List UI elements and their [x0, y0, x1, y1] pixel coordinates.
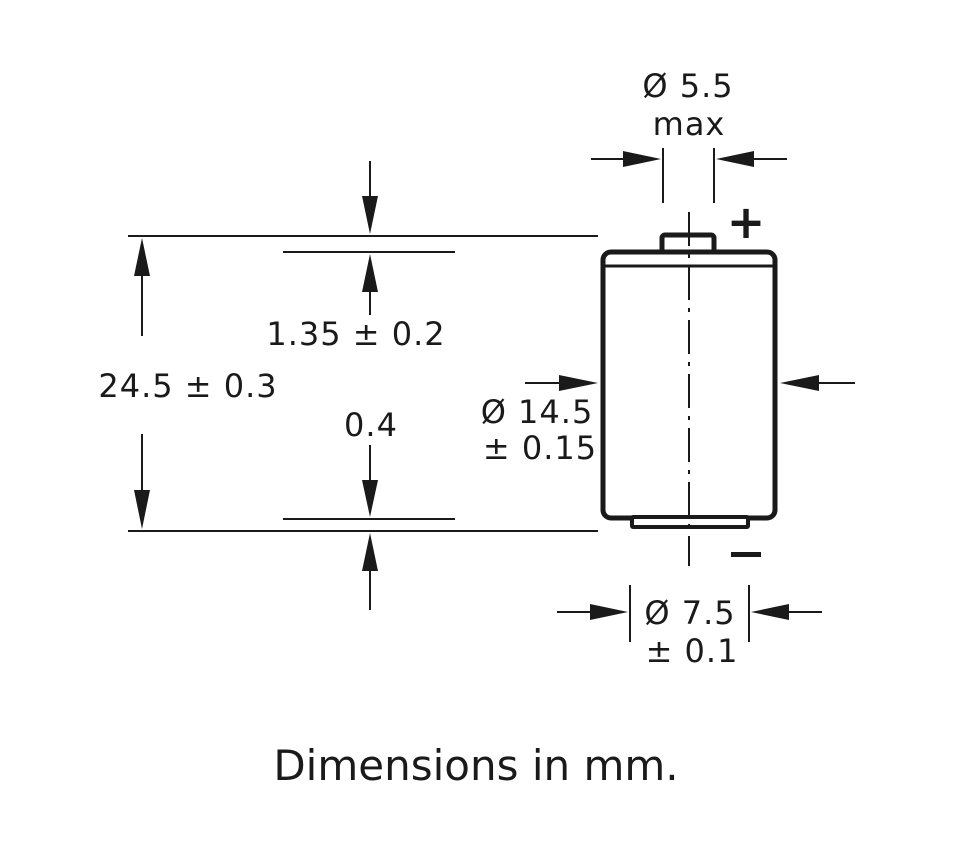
- terminal-diameter-label: Ø 5.5: [642, 67, 733, 105]
- negative-terminal-sign-text: –: [746, 559, 747, 561]
- cap-height-arrows: [362, 161, 378, 315]
- terminal-diameter-arrows: [591, 148, 787, 203]
- body-diameter-tolerance-label: ± 0.15: [483, 429, 597, 467]
- height-dimension-arrows: [134, 238, 150, 529]
- insulator-height-arrows: [362, 445, 378, 610]
- negative-terminal-sign: [731, 552, 761, 557]
- positive-terminal-sign: +: [727, 195, 766, 249]
- body-diameter-arrows: [525, 375, 855, 391]
- body-diameter-label: Ø 14.5: [481, 393, 594, 431]
- base-diameter-tolerance-label: ± 0.1: [646, 632, 739, 670]
- base-diameter-arrows: [557, 585, 822, 642]
- terminal-diameter-note: max: [653, 105, 726, 143]
- base-diameter-label: Ø 7.5: [644, 594, 735, 632]
- total-height-label: 24.5 ± 0.3: [98, 367, 277, 405]
- units-caption: Dimensions in mm.: [273, 741, 678, 790]
- insulator-height-label: 0.4: [344, 406, 398, 444]
- cap-height-label: 1.35 ± 0.2: [266, 315, 445, 353]
